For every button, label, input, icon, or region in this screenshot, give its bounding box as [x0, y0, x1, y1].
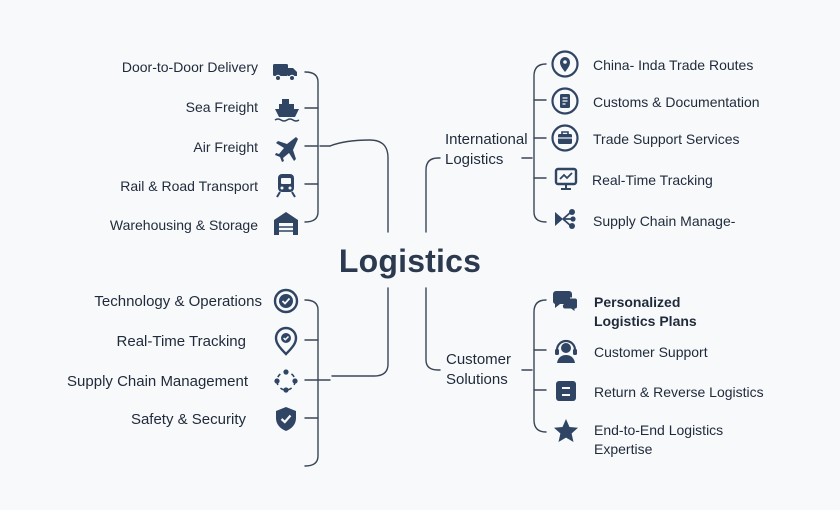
node-label-air-freight: Air Freight [193, 139, 258, 155]
briefcase-icon [550, 123, 580, 153]
train-icon [271, 170, 301, 200]
node-label-return-reverse: Return & Reverse Logistics [594, 383, 764, 401]
node-label-china-india-routes: China- Inda Trade Routes [593, 57, 754, 73]
branch-label-line2: Logistics [445, 151, 504, 168]
chat-bubbles-icon [550, 286, 580, 316]
branch-international-logistics: International Logistics [445, 130, 528, 170]
warehouse-icon [271, 208, 301, 238]
node-label-door-to-door: Door-to-Door Delivery [121, 59, 258, 75]
node-label-supply-chain-manage: Supply Chain Manage- [593, 213, 736, 229]
node-label-rail-road: Rail & Road Transport [120, 178, 258, 194]
ship-icon [272, 94, 302, 124]
branch-label-line1: Customer [446, 351, 512, 368]
location-check-icon [271, 326, 301, 356]
node-label-customer-support: Customer Support [594, 343, 708, 361]
node-label-safety-security: Safety & Security [130, 411, 246, 428]
document-icon [550, 86, 580, 116]
node-label-real-time-tracking-left: Real-Time Tracking [116, 333, 246, 350]
label-line1: Personalized [594, 294, 681, 310]
label-line1: Customer Support [594, 344, 708, 360]
check-circle-icon [271, 286, 301, 316]
node-label-trade-support: Trade Support Services [593, 131, 740, 147]
return-box-icon [551, 376, 581, 406]
star-icon [551, 416, 581, 446]
node-label-end-to-end: End-to-End Logistics Expertise [594, 421, 723, 459]
node-label-sea-freight: Sea Freight [185, 99, 258, 115]
network-icon [271, 366, 301, 396]
label-line2: Logistics Plans [594, 313, 697, 329]
node-label-supply-chain-management: Supply Chain Management [67, 373, 248, 390]
label-line1: End-to-End Logistics [594, 422, 724, 438]
branch-customer-solutions: Customer Solutions [446, 350, 511, 390]
central-title: Logistics [338, 243, 482, 279]
branch-label-line2: Solutions [446, 371, 508, 388]
monitor-icon [551, 164, 581, 194]
branch-label-line1: International [445, 131, 528, 148]
map-pin-icon [550, 49, 580, 79]
headset-icon [551, 336, 581, 366]
node-label-real-time-tracking-right: Real-Time Tracking [592, 172, 713, 188]
label-line1: Return & Reverse Logistics [594, 384, 764, 400]
node-label-personalized-plans: Personalized Logistics Plans [594, 293, 697, 331]
airplane-icon [272, 133, 302, 163]
label-line2: Expertise [594, 441, 653, 457]
node-label-customs-documentation: Customs & Documentation [593, 94, 760, 110]
truck-icon [270, 56, 300, 86]
node-label-technology-operations: Technology & Operations [94, 293, 262, 310]
share-network-icon [551, 204, 581, 234]
node-label-warehousing: Warehousing & Storage [109, 217, 258, 233]
shield-check-icon [271, 404, 301, 434]
